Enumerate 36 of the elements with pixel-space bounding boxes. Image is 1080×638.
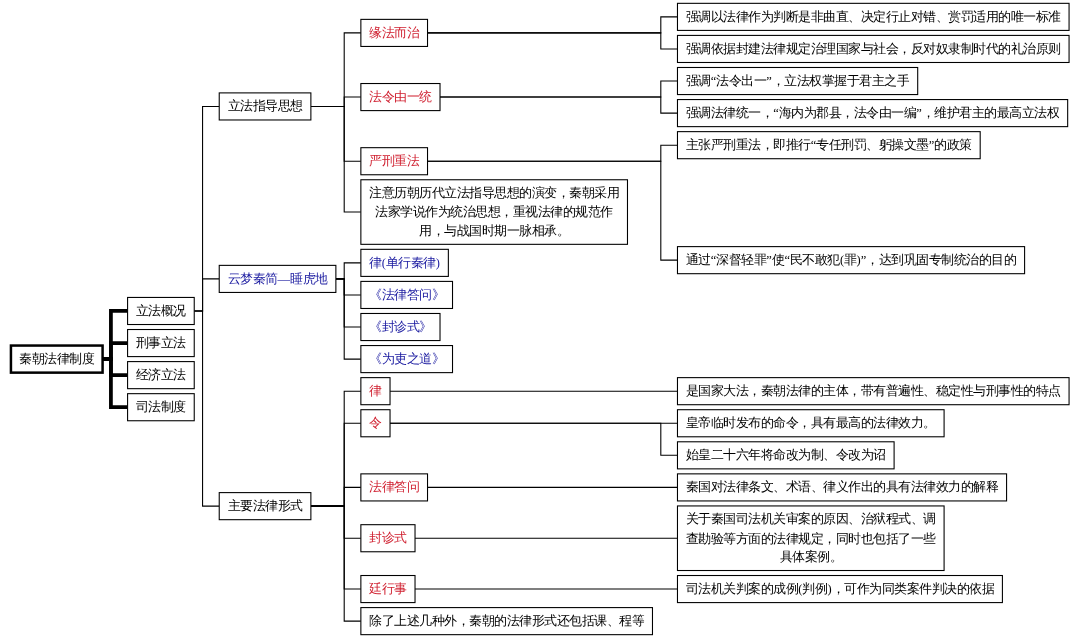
node-box: 秦朝法律制度 <box>9 344 104 374</box>
node-box: 始皇二十六年将命改为制、令改为诏 <box>676 441 895 470</box>
connector <box>310 505 362 622</box>
node-box: 是国家大法，秦朝法律的主体，带有普遍性、稳定性与刑事性的特点 <box>676 377 1070 406</box>
node-box: 立法指导思想 <box>218 92 312 121</box>
node-box: 令 <box>360 409 391 438</box>
node-box: 封诊式 <box>360 524 416 553</box>
node-box: 《为吏之道》 <box>360 345 454 374</box>
node-box: 法律答问 <box>360 473 429 502</box>
node-box: 廷行事 <box>360 574 416 604</box>
node-box: 强调以法律作为判断是非曲直、决定行止对错、赏罚适用的唯一标准 <box>676 2 1070 31</box>
node-box: 司法机关判案的成例(判例)，可作为同类案件判决的依据 <box>676 574 1003 604</box>
connector <box>310 105 362 213</box>
node-box: 注意历朝历代立法指导思想的演变，秦朝采用法家学说作为统治思想，重视法律的规范作用，与战国时期一脉相承。 <box>360 179 628 245</box>
node-box: 强调依据封建法律规定治理国家与社会，反对奴隶制时代的礼治原则 <box>676 34 1070 64</box>
node-box: 关于秦国司法机关审案的原因、治狱程式、调查勘验等方面的法律规定，同时也包括了一些具体案例。 <box>676 505 945 572</box>
node-box: 《封诊式》 <box>360 312 441 342</box>
node-box: 强调“法令出一”，立法权掌握于君主之手 <box>676 66 919 96</box>
node-box: 秦国对法律条文、术语、律义作出的具有法律效力的解释 <box>676 473 1008 502</box>
node-box: 皇帝临时发布的命令，具有最高的法律效力。 <box>676 409 945 438</box>
node-box: 缘法而治 <box>360 18 429 47</box>
node-box: 司法制度 <box>127 393 195 422</box>
node-box: 主张严刑重法，即推行“专任刑罚、躬操文墨”的政策 <box>676 131 981 160</box>
node-box: 通过“深督轻罪”使“民不敢犯(罪)”，达到巩固专制统治的目的 <box>676 246 1026 275</box>
node-box: 主要法律形式 <box>218 492 312 521</box>
node-box: 强调法律统一，“海内为郡县，法令由一编”，维护君主的最高立法权 <box>676 99 1069 128</box>
node-box: 经济立法 <box>127 361 195 390</box>
node-box: 《法律答问》 <box>360 280 454 310</box>
node-box: 立法概况 <box>127 296 195 326</box>
node-box: 刑事立法 <box>127 328 195 358</box>
node-box: 律(单行秦律) <box>360 248 449 277</box>
node-box: 律 <box>360 377 391 406</box>
node-box: 云梦秦简—睡虎地 <box>218 264 337 293</box>
node-box: 严刑重法 <box>360 147 429 176</box>
node-box: 除了上述几种外，秦朝的法律形式还包括课、程等 <box>360 607 653 636</box>
node-box: 法令由一统 <box>360 83 441 112</box>
